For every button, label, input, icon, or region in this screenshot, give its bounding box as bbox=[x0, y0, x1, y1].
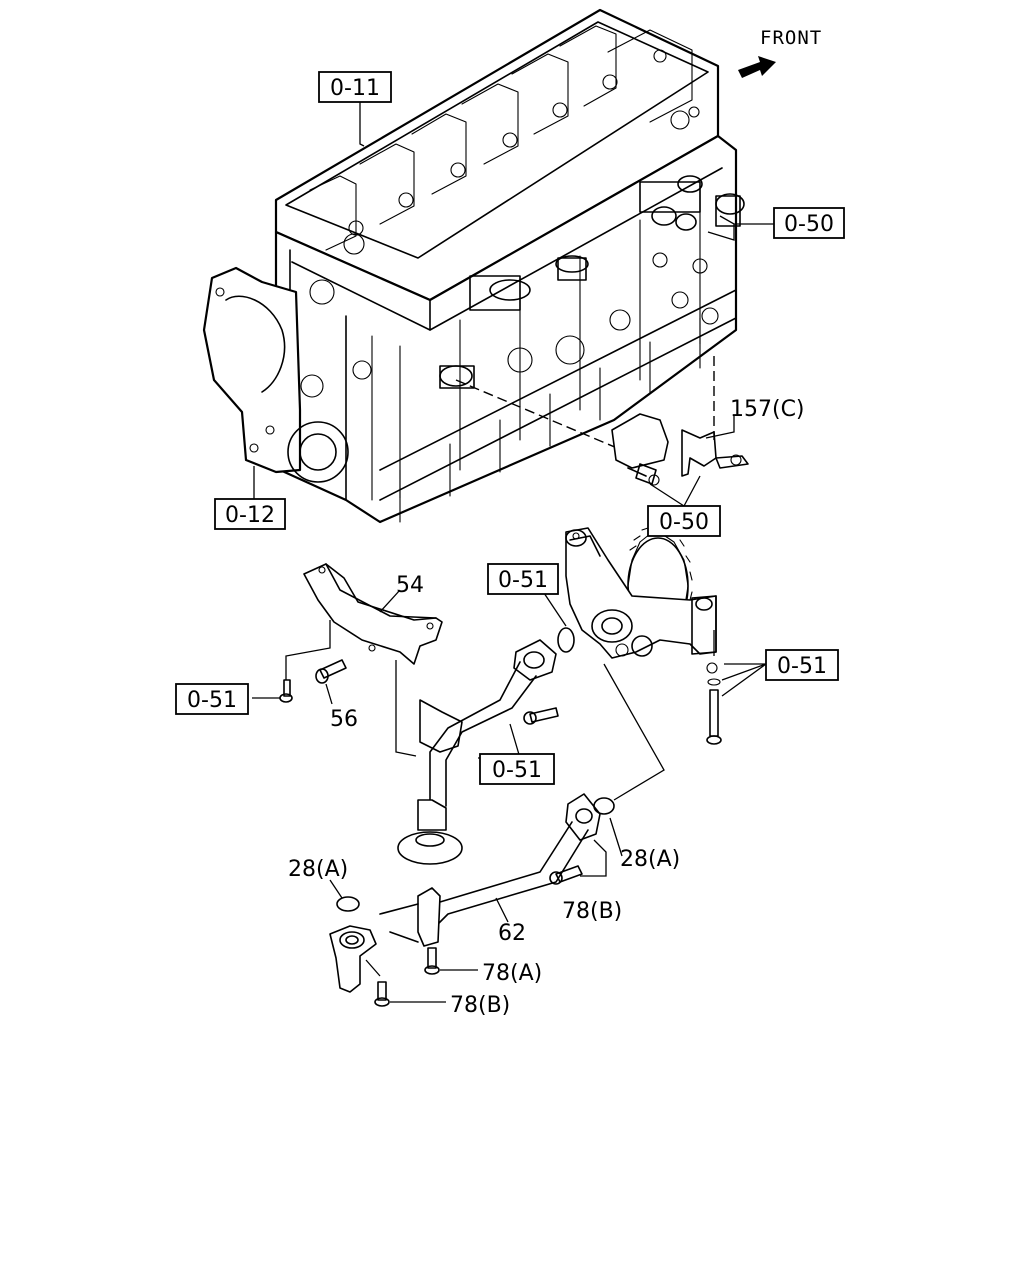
leader-0-50-mid bbox=[649, 475, 701, 507]
leader-0-11 bbox=[359, 100, 365, 147]
svg-text:0-12: 0-12 bbox=[225, 503, 275, 528]
svg-text:0-11: 0-11 bbox=[330, 76, 380, 101]
part-label-56: 56 bbox=[330, 707, 358, 732]
centerline-block-pump bbox=[455, 379, 637, 457]
leader-0-51-top bbox=[541, 589, 567, 627]
part-label-78a: 78(A) bbox=[482, 961, 542, 986]
washer-icon bbox=[707, 678, 721, 686]
ref-box-0-50-top[interactable]: 0-50 bbox=[773, 207, 845, 239]
ref-box-0-51-top[interactable]: 0-51 bbox=[487, 563, 559, 595]
leader-28a-left bbox=[329, 879, 343, 899]
part-label-62: 62 bbox=[498, 921, 526, 946]
leader-157c bbox=[705, 416, 735, 439]
front-arrow-icon bbox=[738, 56, 776, 78]
part-label-28a-left: 28(A) bbox=[288, 857, 348, 882]
cylinder-block bbox=[202, 8, 745, 524]
o-ring-icon bbox=[593, 797, 615, 815]
svg-text:0-51: 0-51 bbox=[777, 654, 827, 679]
part-label-28a-right: 28(A) bbox=[620, 847, 680, 872]
o-ring-icon bbox=[557, 627, 575, 653]
leader-28a-right bbox=[609, 817, 623, 857]
mounting-bracket-157c bbox=[611, 413, 749, 486]
bolt-icon bbox=[709, 689, 719, 737]
part-label-54: 54 bbox=[396, 573, 424, 598]
svg-text:0-50: 0-50 bbox=[659, 510, 709, 535]
ref-box-0-50-mid[interactable]: 0-50 bbox=[647, 505, 721, 537]
ref-box-0-12[interactable]: 0-12 bbox=[214, 498, 286, 530]
washer-icon bbox=[706, 662, 718, 674]
leader-0-51-mid bbox=[478, 723, 521, 759]
svg-text:0-51: 0-51 bbox=[187, 688, 237, 713]
bolt-pipe bbox=[523, 707, 559, 725]
o-ring-icon bbox=[336, 896, 360, 912]
svg-text:0-50: 0-50 bbox=[784, 212, 834, 237]
leader-56 bbox=[325, 683, 333, 705]
part-label-78b-right: 78(B) bbox=[562, 899, 622, 924]
bolt-56 bbox=[315, 659, 347, 684]
leader-0-51-right bbox=[721, 663, 767, 697]
front-label: FRONT bbox=[760, 27, 822, 49]
svg-text:0-51: 0-51 bbox=[498, 568, 548, 593]
ref-box-0-51-mid[interactable]: 0-51 bbox=[479, 753, 555, 785]
bolt-0-51-left bbox=[279, 679, 293, 703]
leader-78b-right bbox=[580, 839, 607, 877]
ref-box-0-51-right[interactable]: 0-51 bbox=[765, 649, 839, 681]
bolt-78b-bottom bbox=[374, 981, 390, 1007]
front-indicator: FRONT bbox=[738, 27, 822, 78]
bracket-54 bbox=[303, 563, 443, 665]
svg-text:0-51: 0-51 bbox=[492, 758, 542, 783]
oil-strainer-pipe bbox=[397, 639, 557, 865]
leader-bracket-down bbox=[395, 660, 417, 757]
oil-pump bbox=[565, 527, 717, 659]
ref-box-0-51-left[interactable]: 0-51 bbox=[175, 683, 249, 715]
leader-bracket-left bbox=[285, 620, 331, 680]
leader-62 bbox=[495, 897, 509, 923]
part-label-78b-bottom: 78(B) bbox=[450, 993, 510, 1018]
ref-box-0-11[interactable]: 0-11 bbox=[318, 71, 392, 103]
leader-pump-ring bbox=[603, 663, 665, 801]
oil-pipe-62 bbox=[329, 793, 601, 993]
part-label-157c: 157(C) bbox=[730, 397, 805, 422]
leader-54 bbox=[379, 589, 401, 613]
bolt-78b-right bbox=[549, 865, 583, 885]
bolt-78a bbox=[424, 947, 440, 975]
